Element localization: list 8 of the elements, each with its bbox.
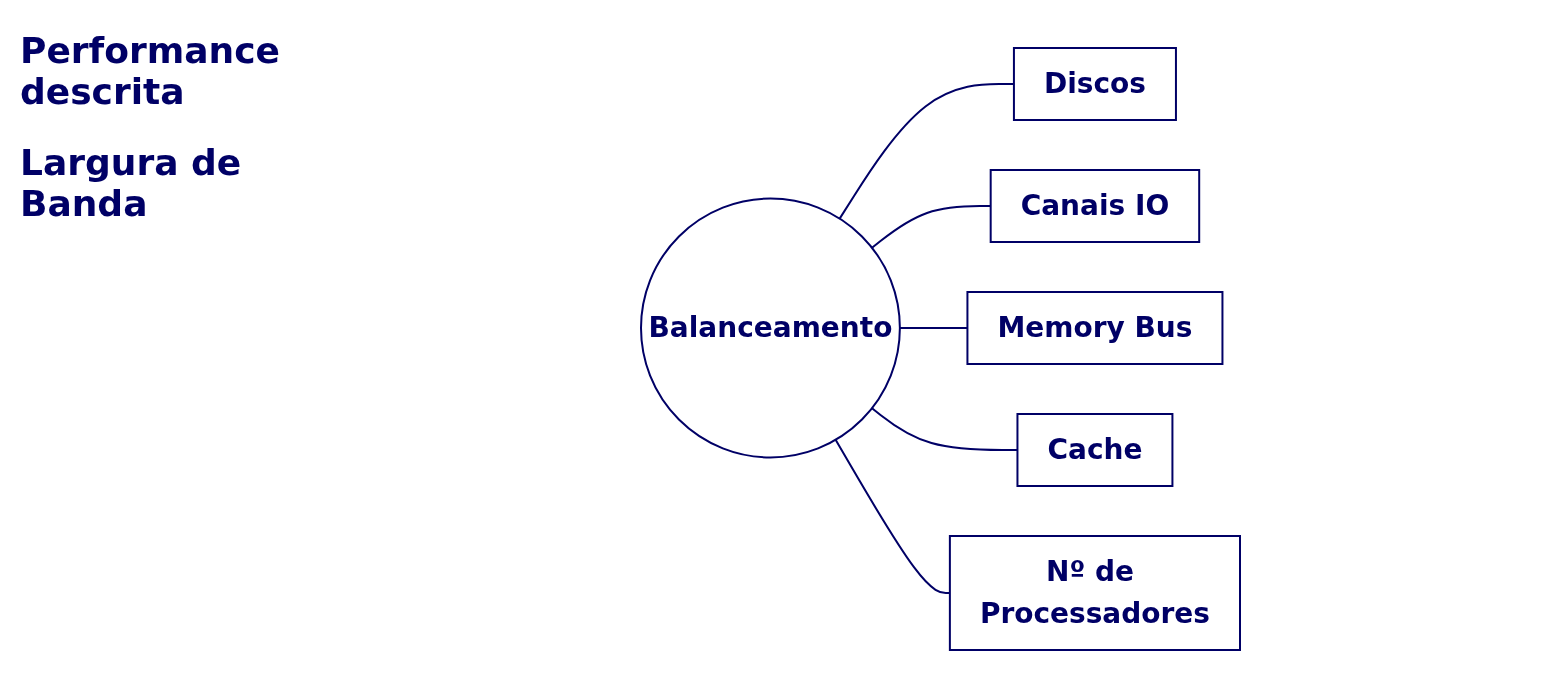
node-box: Cache	[1015, 412, 1173, 487]
note-label: Largura de Banda	[20, 142, 243, 224]
node-box: Canais IO	[989, 168, 1200, 243]
node-box: Nº de Processadores	[948, 534, 1241, 651]
node-box: Memory Bus	[965, 290, 1223, 365]
node-circle: Balanceamento	[639, 197, 901, 458]
note-label: Performance descrita	[20, 30, 281, 112]
node-box: Discos	[1012, 46, 1177, 121]
